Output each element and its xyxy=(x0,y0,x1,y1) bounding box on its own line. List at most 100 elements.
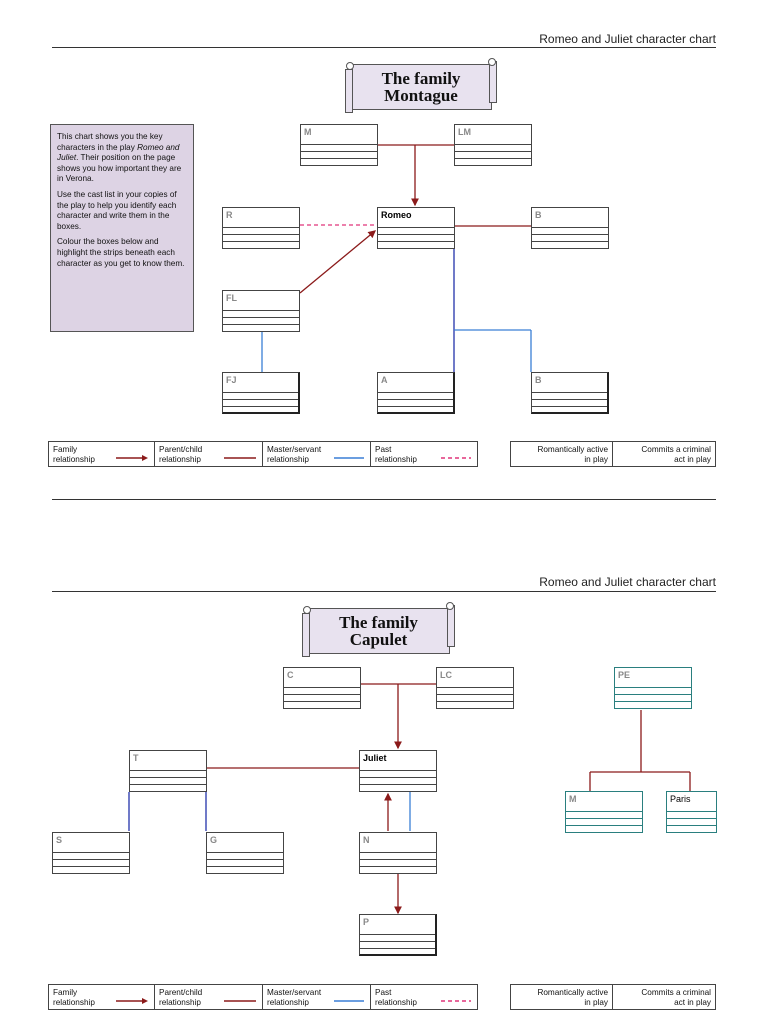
highlight-strip[interactable] xyxy=(360,785,436,791)
highlight-strip[interactable] xyxy=(532,407,607,413)
page-header-title: Romeo and Juliet character chart xyxy=(539,32,716,46)
highlight-strip[interactable] xyxy=(130,778,206,785)
line-icon xyxy=(224,1000,256,1002)
character-box-r[interactable]: R xyxy=(222,207,300,249)
highlight-strip[interactable] xyxy=(360,771,436,778)
line-icon xyxy=(224,457,256,459)
highlight-strip[interactable] xyxy=(53,860,129,867)
highlight-strip[interactable] xyxy=(223,318,299,325)
highlight-strip[interactable] xyxy=(378,235,454,242)
highlight-strip[interactable] xyxy=(378,400,453,407)
highlight-strip[interactable] xyxy=(532,393,607,400)
highlight-strip[interactable] xyxy=(207,853,283,860)
highlight-strip[interactable] xyxy=(360,778,436,785)
highlight-strip[interactable] xyxy=(130,785,206,791)
character-box-g[interactable]: G xyxy=(206,832,284,874)
highlight-strip[interactable] xyxy=(53,853,129,860)
character-box-a[interactable]: A xyxy=(377,372,455,414)
arrow-icon xyxy=(116,998,148,1004)
highlight-strip[interactable] xyxy=(667,812,716,819)
highlight-strip[interactable] xyxy=(455,159,531,165)
line-icon xyxy=(334,457,364,459)
highlight-strip[interactable] xyxy=(378,228,454,235)
highlight-strip[interactable] xyxy=(223,393,298,400)
family-title-line1: The family xyxy=(339,613,418,632)
highlight-strip[interactable] xyxy=(437,702,513,708)
highlight-strip[interactable] xyxy=(360,942,435,949)
highlight-strip[interactable] xyxy=(207,860,283,867)
highlight-strip[interactable] xyxy=(301,145,377,152)
highlight-strip[interactable] xyxy=(284,688,360,695)
scroll-curl-dot xyxy=(446,602,454,610)
character-box-lm[interactable]: LM xyxy=(454,124,532,166)
dashed-line-icon xyxy=(441,457,471,459)
highlight-strip[interactable] xyxy=(360,949,435,955)
character-box-p[interactable]: P xyxy=(359,914,437,956)
highlight-strip[interactable] xyxy=(566,819,642,826)
highlight-strip[interactable] xyxy=(667,826,716,832)
highlight-strip[interactable] xyxy=(360,867,436,873)
character-box-romeo[interactable]: Romeo xyxy=(377,207,455,249)
character-box-t[interactable]: T xyxy=(129,750,207,792)
highlight-strip[interactable] xyxy=(360,935,435,942)
highlight-strip[interactable] xyxy=(566,812,642,819)
family-title-line2: Capulet xyxy=(349,630,408,649)
highlight-strip[interactable] xyxy=(223,242,299,248)
family-title-line1: The family xyxy=(381,69,461,88)
highlight-strip[interactable] xyxy=(284,695,360,702)
highlight-strip[interactable] xyxy=(360,853,436,860)
highlight-strip[interactable] xyxy=(378,407,453,413)
highlight-strip[interactable] xyxy=(223,228,299,235)
character-box-c[interactable]: C xyxy=(283,667,361,709)
character-box-m[interactable]: M xyxy=(300,124,378,166)
highlight-strip[interactable] xyxy=(437,688,513,695)
character-box-n[interactable]: N xyxy=(359,832,437,874)
highlight-strip[interactable] xyxy=(207,867,283,873)
highlight-strip[interactable] xyxy=(566,826,642,832)
highlight-strip[interactable] xyxy=(301,152,377,159)
highlight-strip[interactable] xyxy=(223,325,299,331)
highlight-strip[interactable] xyxy=(284,702,360,708)
highlight-strip[interactable] xyxy=(130,771,206,778)
character-box-fj[interactable]: FJ xyxy=(222,372,300,414)
highlight-strip[interactable] xyxy=(532,228,608,235)
highlight-strip[interactable] xyxy=(378,393,453,400)
character-label: C xyxy=(284,668,360,688)
highlight-strip[interactable] xyxy=(223,235,299,242)
highlight-strip[interactable] xyxy=(615,702,691,708)
highlight-strip[interactable] xyxy=(223,311,299,318)
character-box-m[interactable]: M xyxy=(565,791,643,833)
highlight-strip[interactable] xyxy=(532,400,607,407)
character-box-lc[interactable]: LC xyxy=(436,667,514,709)
highlight-strip[interactable] xyxy=(378,242,454,248)
highlight-strip[interactable] xyxy=(437,695,513,702)
highlight-strip[interactable] xyxy=(360,860,436,867)
character-box-s[interactable]: S xyxy=(52,832,130,874)
highlight-strip[interactable] xyxy=(532,235,608,242)
highlight-strip[interactable] xyxy=(532,242,608,248)
highlight-strip[interactable] xyxy=(615,695,691,702)
character-box-b[interactable]: B xyxy=(531,207,609,249)
character-box-b[interactable]: B xyxy=(531,372,609,414)
highlight-strip[interactable] xyxy=(301,159,377,165)
character-box-paris[interactable]: Paris xyxy=(666,791,717,833)
highlight-strip[interactable] xyxy=(455,152,531,159)
highlight-strip[interactable] xyxy=(223,407,298,413)
instructions-panel: This chart shows you the key characters … xyxy=(50,124,194,332)
character-box-juliet[interactable]: Juliet xyxy=(359,750,437,792)
highlight-strip[interactable] xyxy=(53,867,129,873)
highlight-strip[interactable] xyxy=(223,400,298,407)
highlight-strip[interactable] xyxy=(615,688,691,695)
highlight-strip[interactable] xyxy=(455,145,531,152)
character-box-pe[interactable]: PE xyxy=(614,667,692,709)
character-box-fl[interactable]: FL xyxy=(222,290,300,332)
highlight-strip[interactable] xyxy=(667,819,716,826)
